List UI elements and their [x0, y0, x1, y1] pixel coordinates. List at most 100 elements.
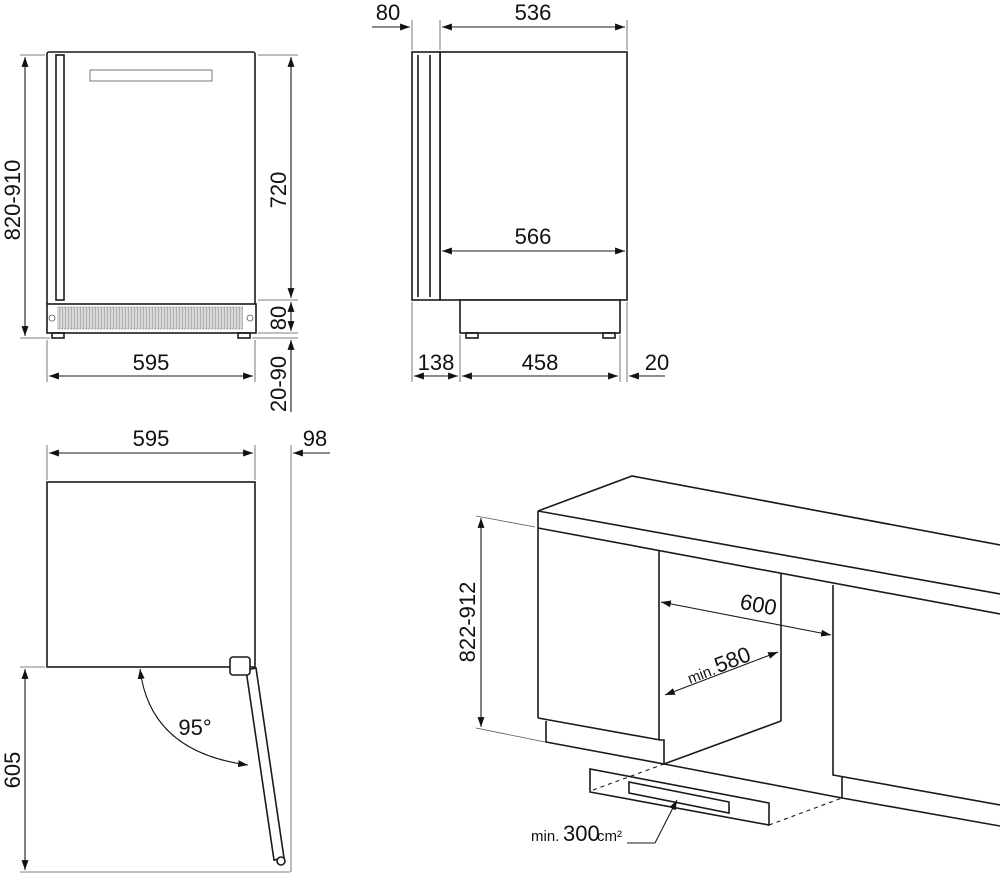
- grille-slot: [144, 306, 147, 330]
- cabinet-top: [46, 481, 256, 668]
- width-label: 595: [133, 350, 170, 375]
- grille-slot: [204, 306, 207, 330]
- grille-slot: [195, 306, 198, 330]
- width-label: 595: [133, 426, 170, 451]
- grille-slot: [99, 306, 102, 330]
- grille-slot: [114, 306, 117, 330]
- grille-slot: [63, 306, 66, 330]
- grille-slot: [93, 306, 96, 330]
- door-handle-top: [276, 856, 286, 866]
- ventilation-grille: [589, 768, 770, 826]
- grille-slot: [111, 306, 114, 330]
- grille-slot: [186, 306, 189, 330]
- grille-slot: [189, 306, 192, 330]
- vent-prefix: min.: [531, 828, 559, 845]
- grille-slot: [177, 306, 180, 330]
- grille-slot: [129, 306, 132, 330]
- grille-slot: [156, 306, 159, 330]
- body-depth-label: 536: [515, 0, 552, 25]
- grille-slot: [138, 306, 141, 330]
- door-panel: [46, 51, 256, 306]
- grille-slot: [96, 306, 99, 330]
- grille-slot: [57, 306, 60, 330]
- door-open: [245, 667, 285, 861]
- grille-slot: [219, 306, 222, 330]
- grille-slot: [84, 306, 87, 330]
- grille-slot: [69, 306, 72, 330]
- grille-slot: [216, 306, 219, 330]
- plinth-depth-label: 458: [522, 350, 559, 375]
- grille-slot: [234, 306, 237, 330]
- grille-slot: [132, 306, 135, 330]
- grille-slot: [222, 306, 225, 330]
- door-handle: [55, 54, 65, 301]
- grille-slot: [105, 306, 108, 330]
- vent-unit: cm²: [597, 828, 622, 845]
- grille-slot: [180, 306, 183, 330]
- foot-right: [237, 332, 251, 339]
- grille-slot: [165, 306, 168, 330]
- grille-slot: [240, 306, 243, 330]
- grille-slot: [213, 306, 216, 330]
- niche-depth-label: min. 580: [685, 641, 754, 688]
- niche-height-label: 822-912: [455, 582, 480, 663]
- grille-slot: [75, 306, 78, 330]
- height-body-label: 720: [266, 172, 291, 209]
- display-panel: [89, 69, 213, 82]
- grille-slot: [108, 306, 111, 330]
- ventilation-opening: [628, 781, 730, 814]
- height-plinth-label: 80: [266, 306, 291, 330]
- grille-slot: [171, 306, 174, 330]
- screw-icon: [48, 314, 56, 322]
- door-profile: [411, 51, 441, 301]
- foot: [602, 332, 616, 339]
- cabinet-body: [439, 51, 628, 301]
- foot-left: [51, 332, 65, 339]
- installation-view: 822-912 600 min. 580 min. 300 cm²: [455, 475, 1000, 846]
- niche-depth-value: 580: [711, 641, 754, 677]
- top-view: 595 98 605 95°: [0, 426, 330, 873]
- niche-width-label: 600: [738, 589, 779, 621]
- grille-slot: [147, 306, 150, 330]
- niche-depth-prefix: min.: [685, 662, 718, 688]
- grille-slot: [123, 306, 126, 330]
- grille-slot: [192, 306, 195, 330]
- rear-gap-label: 20: [645, 350, 669, 375]
- grille-slot: [117, 306, 120, 330]
- grille-slot: [198, 306, 201, 330]
- grille-slot: [90, 306, 93, 330]
- plinth-offset-label: 138: [418, 350, 455, 375]
- grille-slot: [162, 306, 165, 330]
- grille-slot: [168, 306, 171, 330]
- grille-slot: [120, 306, 123, 330]
- grille-slots: [57, 306, 243, 330]
- grille-slot: [141, 306, 144, 330]
- door-protrusion-label: 98: [303, 426, 327, 451]
- grille-slot: [174, 306, 177, 330]
- plinth: [459, 299, 621, 334]
- vent-area-value: 300: [563, 821, 600, 846]
- grille-slot: [231, 306, 234, 330]
- depth-total-label: 566: [515, 224, 552, 249]
- feet-adjust-label: 20-90: [266, 356, 291, 412]
- grille-slot: [159, 306, 162, 330]
- grille-slot: [183, 306, 186, 330]
- grille-slot: [135, 306, 138, 330]
- grille-slot: [225, 306, 228, 330]
- height-total-label: 820-910: [0, 160, 25, 241]
- grille-slot: [87, 306, 90, 330]
- grille-slot: [207, 306, 210, 330]
- screw-icon: [246, 314, 254, 322]
- grille-slot: [150, 306, 153, 330]
- grille-slot: [153, 306, 156, 330]
- door-swing-depth-label: 605: [0, 752, 25, 789]
- grille-slot: [126, 306, 129, 330]
- grille-slot: [72, 306, 75, 330]
- front-view: 820-910 720 80 20-90 595: [0, 51, 298, 412]
- hinge: [229, 656, 251, 676]
- grille-slot: [228, 306, 231, 330]
- grille-slot: [78, 306, 81, 330]
- grille-slot: [60, 306, 63, 330]
- grille-slot: [81, 306, 84, 330]
